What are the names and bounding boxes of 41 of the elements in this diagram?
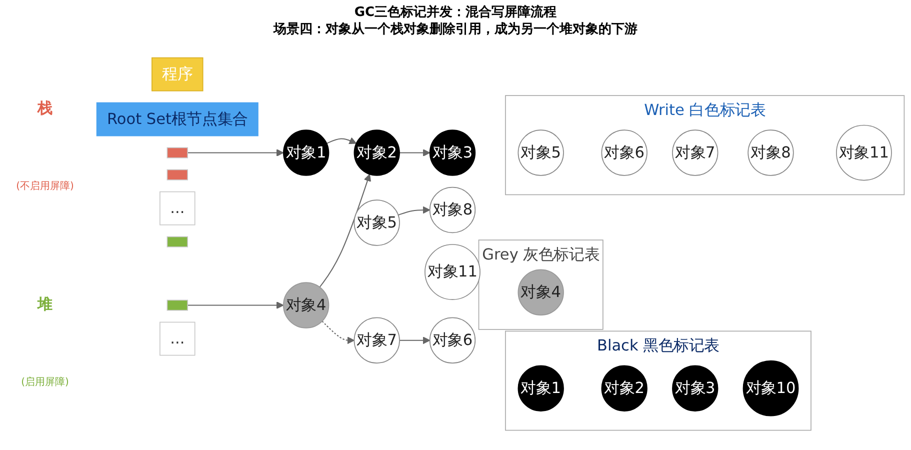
arrow xyxy=(398,206,430,216)
region-note: (启用屏障) xyxy=(21,376,69,390)
node-circle: 对象7 xyxy=(672,130,718,176)
node-circle: 对象2 xyxy=(354,130,400,176)
node-circle: 对象4 xyxy=(283,282,330,328)
arrow xyxy=(400,336,430,344)
diagram-title: GC三色标记并发：混合写屏障流程 xyxy=(353,4,558,21)
region-label: 堆 xyxy=(38,294,52,314)
node-circle: 对象8 xyxy=(429,186,476,234)
node-circle: 对象7 xyxy=(354,317,400,364)
node-circle: 对象6 xyxy=(429,317,476,364)
arrow xyxy=(400,149,430,156)
arrow xyxy=(322,320,355,344)
node-circle: 对象6 xyxy=(601,130,648,176)
arrow xyxy=(319,174,372,288)
arrow xyxy=(188,301,284,309)
arrow xyxy=(326,137,357,144)
arrow xyxy=(188,149,284,156)
node-circle: 对象1 xyxy=(283,130,330,176)
node-circle: 对象11 xyxy=(424,244,480,300)
node-box xyxy=(166,236,188,248)
node-box xyxy=(166,147,188,158)
node-circle: 对象4 xyxy=(518,269,564,316)
node-box: ... xyxy=(160,191,196,226)
node-circle: 对象11 xyxy=(836,124,892,181)
region-label: 栈 xyxy=(38,98,52,118)
node-box xyxy=(166,169,188,180)
node-circle: 对象10 xyxy=(742,360,799,416)
node-circle: 对象8 xyxy=(748,130,794,176)
node-circle: 对象1 xyxy=(518,365,564,412)
node-box: ... xyxy=(160,322,196,356)
diagram-subtitle: 场景四：对象从一个栈对象删除引用，成为另一个堆对象的下游 xyxy=(272,21,638,38)
node-box xyxy=(166,300,188,311)
node-circle: 对象3 xyxy=(672,365,718,412)
region-note: (不启用屏障) xyxy=(16,180,74,194)
node-circle: 对象5 xyxy=(354,200,400,246)
node-circle: 对象5 xyxy=(518,130,564,176)
node-box: 程序 xyxy=(152,57,204,92)
node-circle: 对象3 xyxy=(429,130,476,176)
node-box: Root Set根节点集合 xyxy=(96,102,258,136)
node-circle: 对象2 xyxy=(601,365,648,412)
